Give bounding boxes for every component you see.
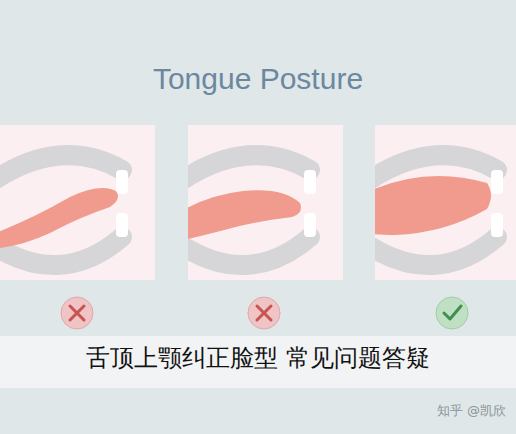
wrong-icon	[61, 297, 93, 329]
wrong-posture-panel	[188, 125, 343, 280]
watermark: 知乎 @凯欣	[437, 402, 506, 420]
wrong-posture-panel	[0, 125, 155, 280]
wrong-icon	[248, 297, 280, 329]
caption-band	[0, 336, 516, 388]
title: Tongue Posture	[0, 62, 516, 96]
caption: 舌顶上颚纠正脸型 常见问题答疑	[0, 342, 516, 374]
correct-posture-panel	[375, 125, 516, 280]
check-icon	[436, 297, 468, 329]
